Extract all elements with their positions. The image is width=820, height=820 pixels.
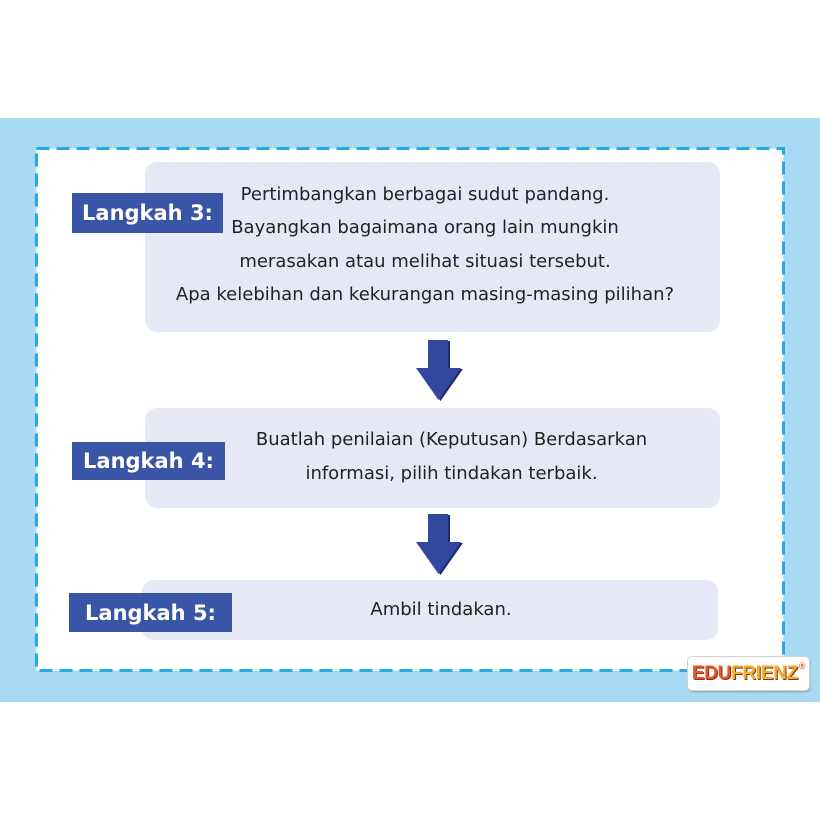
step-text-line: informasi, pilih tindakan terbaik. — [305, 463, 598, 484]
step-card-3: Pertimbangkan berbagai sudut pandang. Ba… — [145, 162, 720, 332]
step-text-5: Ambil tindakan. — [164, 593, 718, 627]
step-text-4: Buatlah penilaian (Keputusan) Berdasarka… — [183, 423, 720, 491]
step-card-4: Buatlah penilaian (Keputusan) Berdasarka… — [145, 408, 720, 508]
arrow-down-icon — [416, 340, 463, 401]
logo-text-frienz: FRIENZ — [731, 662, 798, 684]
arrow-down-icon — [416, 514, 463, 575]
step-text-line: Apa kelebihan dan kekurangan masing-masi… — [175, 284, 675, 306]
edufrienz-logo: EDU FRIENZ ® — [688, 657, 809, 690]
step-text-line: Bayangkan bagaimana orang lain mungkin — [231, 217, 619, 239]
registered-mark: ® — [798, 661, 806, 671]
step-label-4: Langkah 4: — [72, 442, 225, 480]
step-text-line: Ambil tindakan. — [370, 599, 512, 620]
step-card-5: Ambil tindakan. — [142, 580, 718, 640]
step-text-3: Pertimbangkan berbagai sudut pandang. Ba… — [145, 178, 705, 312]
step-label-3: Langkah 3: — [72, 193, 223, 233]
step-text-line: Pertimbangkan berbagai sudut pandang. — [240, 184, 610, 205]
logo-text-edu: EDU — [691, 662, 732, 684]
step-text-line: Buatlah penilaian (Keputusan) Berdasarka… — [255, 429, 648, 450]
step-label-5: Langkah 5: — [69, 593, 232, 632]
step-text-line: merasakan atau melihat situasi tersebut. — [239, 250, 611, 272]
